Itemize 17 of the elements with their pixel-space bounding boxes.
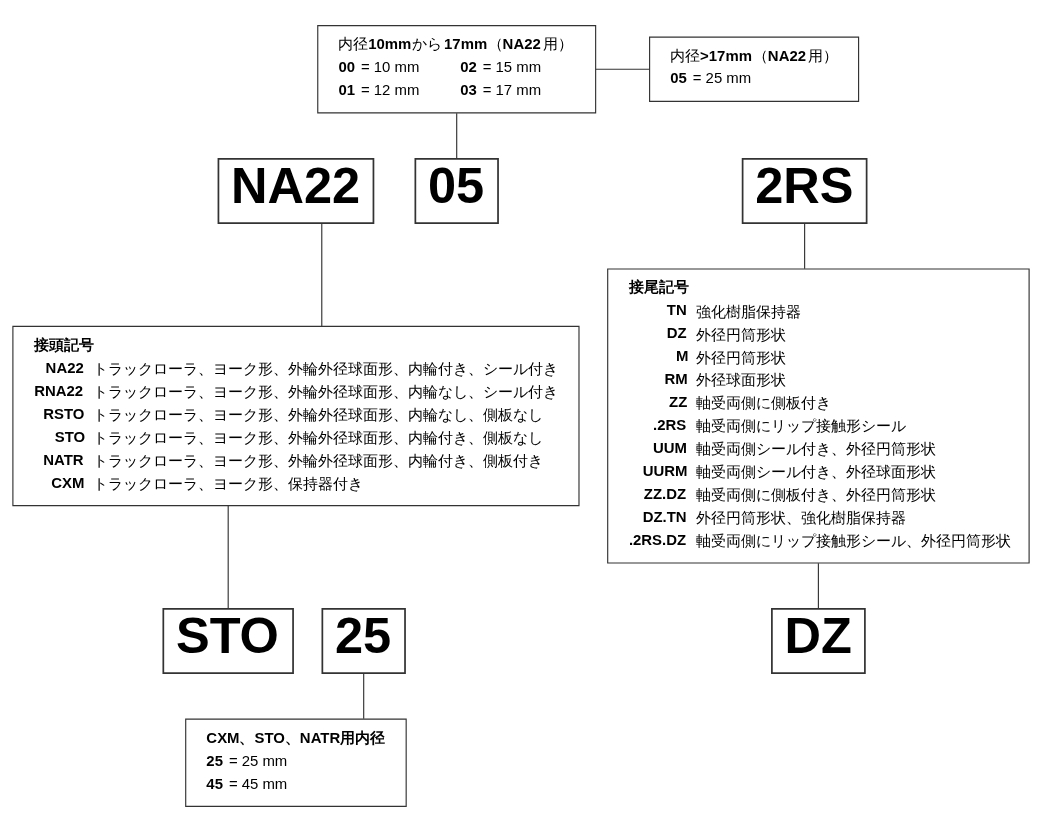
node-box: STO xyxy=(162,607,294,674)
node-box: 2RS xyxy=(741,157,868,224)
node-box: 25 xyxy=(321,607,406,674)
node-box: 内径>17mm（NA22用） 05 = 25 mm xyxy=(649,36,860,102)
connector xyxy=(804,222,806,269)
node-box: 接尾記号 TN 強化樹脂保持器 DZ 外径円筒形状 M 外径円筒形状 RM 外径球面形状 ZZ 軸受両側に側板付き .2RS 軸受両側にリップ接触形シール UUM 軸受両側シール付き、外径円筒形状 UURM 軸受両側シール付き、外径球面形状 ZZ.DZ 軸受両側に側板付き、外径円筒形状 DZ.TN 外径円筒形状、強化樹脂保持器 .2RS.DZ 軸受両側にリップ接触形シール、外径円筒形状 xyxy=(607,267,1030,564)
node-box: DZ xyxy=(771,607,866,674)
node-box: 接頭記号 NA22 トラックローラ、ヨーク形、外輪外径球面形、内輪付き、シール付き RNA22 トラックローラ、ヨーク形、外輪外径球面形、内輪なし、シール付き RSTO トラックローラ、ヨーク形、外輪外径球面形、内輪なし、側板なし STO トラックローラ、ヨーク形、外輪外径球面形、内輪付き、側板なし NATR トラックローラ、ヨーク形、外輪外径球面形、内輪付き、側板付き CXM トラックローラ、ヨーク形、保持器付き xyxy=(12,325,580,506)
node-box: 05 xyxy=(414,157,499,224)
connector xyxy=(817,562,819,609)
node-box: NA22 xyxy=(217,157,375,224)
connector xyxy=(227,504,229,609)
connector xyxy=(595,68,650,70)
connector xyxy=(321,222,323,327)
connector xyxy=(456,112,458,159)
connector xyxy=(363,672,365,719)
node-box: CXM、STO、NATR用内径 25 = 25 mm 45 = 45 mm xyxy=(185,718,407,807)
